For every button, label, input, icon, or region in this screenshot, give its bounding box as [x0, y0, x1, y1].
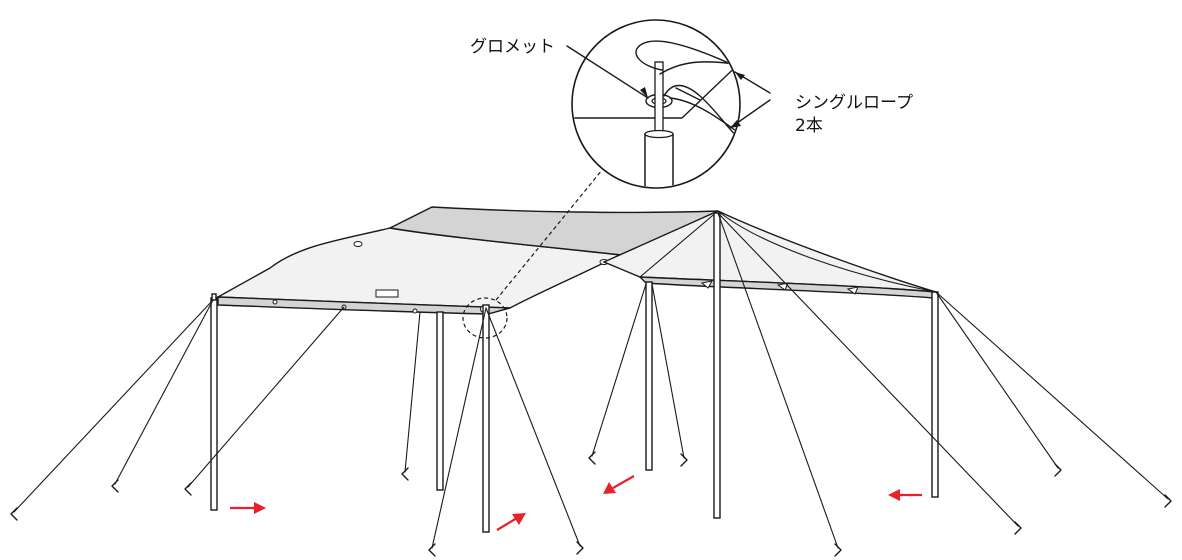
left-tarp — [215, 206, 719, 315]
pole — [482, 304, 490, 533]
detail-callout: グロメット シングルロープ 2本 — [462, 19, 913, 339]
red-arrow-icon — [496, 513, 526, 531]
red-arrow-icon — [230, 502, 266, 514]
stake-icon — [834, 543, 842, 557]
pole — [210, 297, 218, 511]
stake-icon — [1054, 463, 1062, 477]
pole — [211, 293, 217, 301]
stake-icon — [1164, 494, 1172, 508]
stake-icon — [588, 451, 596, 465]
stake-icon — [428, 543, 436, 557]
poles — [210, 212, 939, 533]
stakes — [10, 451, 1172, 557]
direction-arrows — [230, 475, 922, 531]
red-arrow-icon — [888, 489, 922, 501]
stake-icon — [680, 453, 688, 467]
brand-patch — [375, 289, 399, 298]
red-arrow-icon — [603, 475, 635, 494]
guy-ropes — [13, 212, 1169, 549]
single-rope-count-label: 2本 — [795, 116, 823, 136]
stake-icon — [1014, 521, 1022, 535]
stake-icon — [10, 507, 18, 521]
single-rope-label: シングルロープ — [795, 93, 913, 113]
stake-icon — [184, 482, 192, 496]
stake-icon — [401, 467, 409, 481]
stake-icon — [576, 541, 584, 555]
pole — [645, 281, 653, 471]
pole — [436, 311, 444, 491]
stake-icon — [111, 479, 119, 493]
pole — [931, 291, 939, 498]
detail-highlight-circle — [462, 297, 508, 339]
pole — [713, 212, 721, 519]
grommet-label: グロメット — [470, 37, 555, 57]
left-tarp-front-band — [217, 296, 511, 315]
